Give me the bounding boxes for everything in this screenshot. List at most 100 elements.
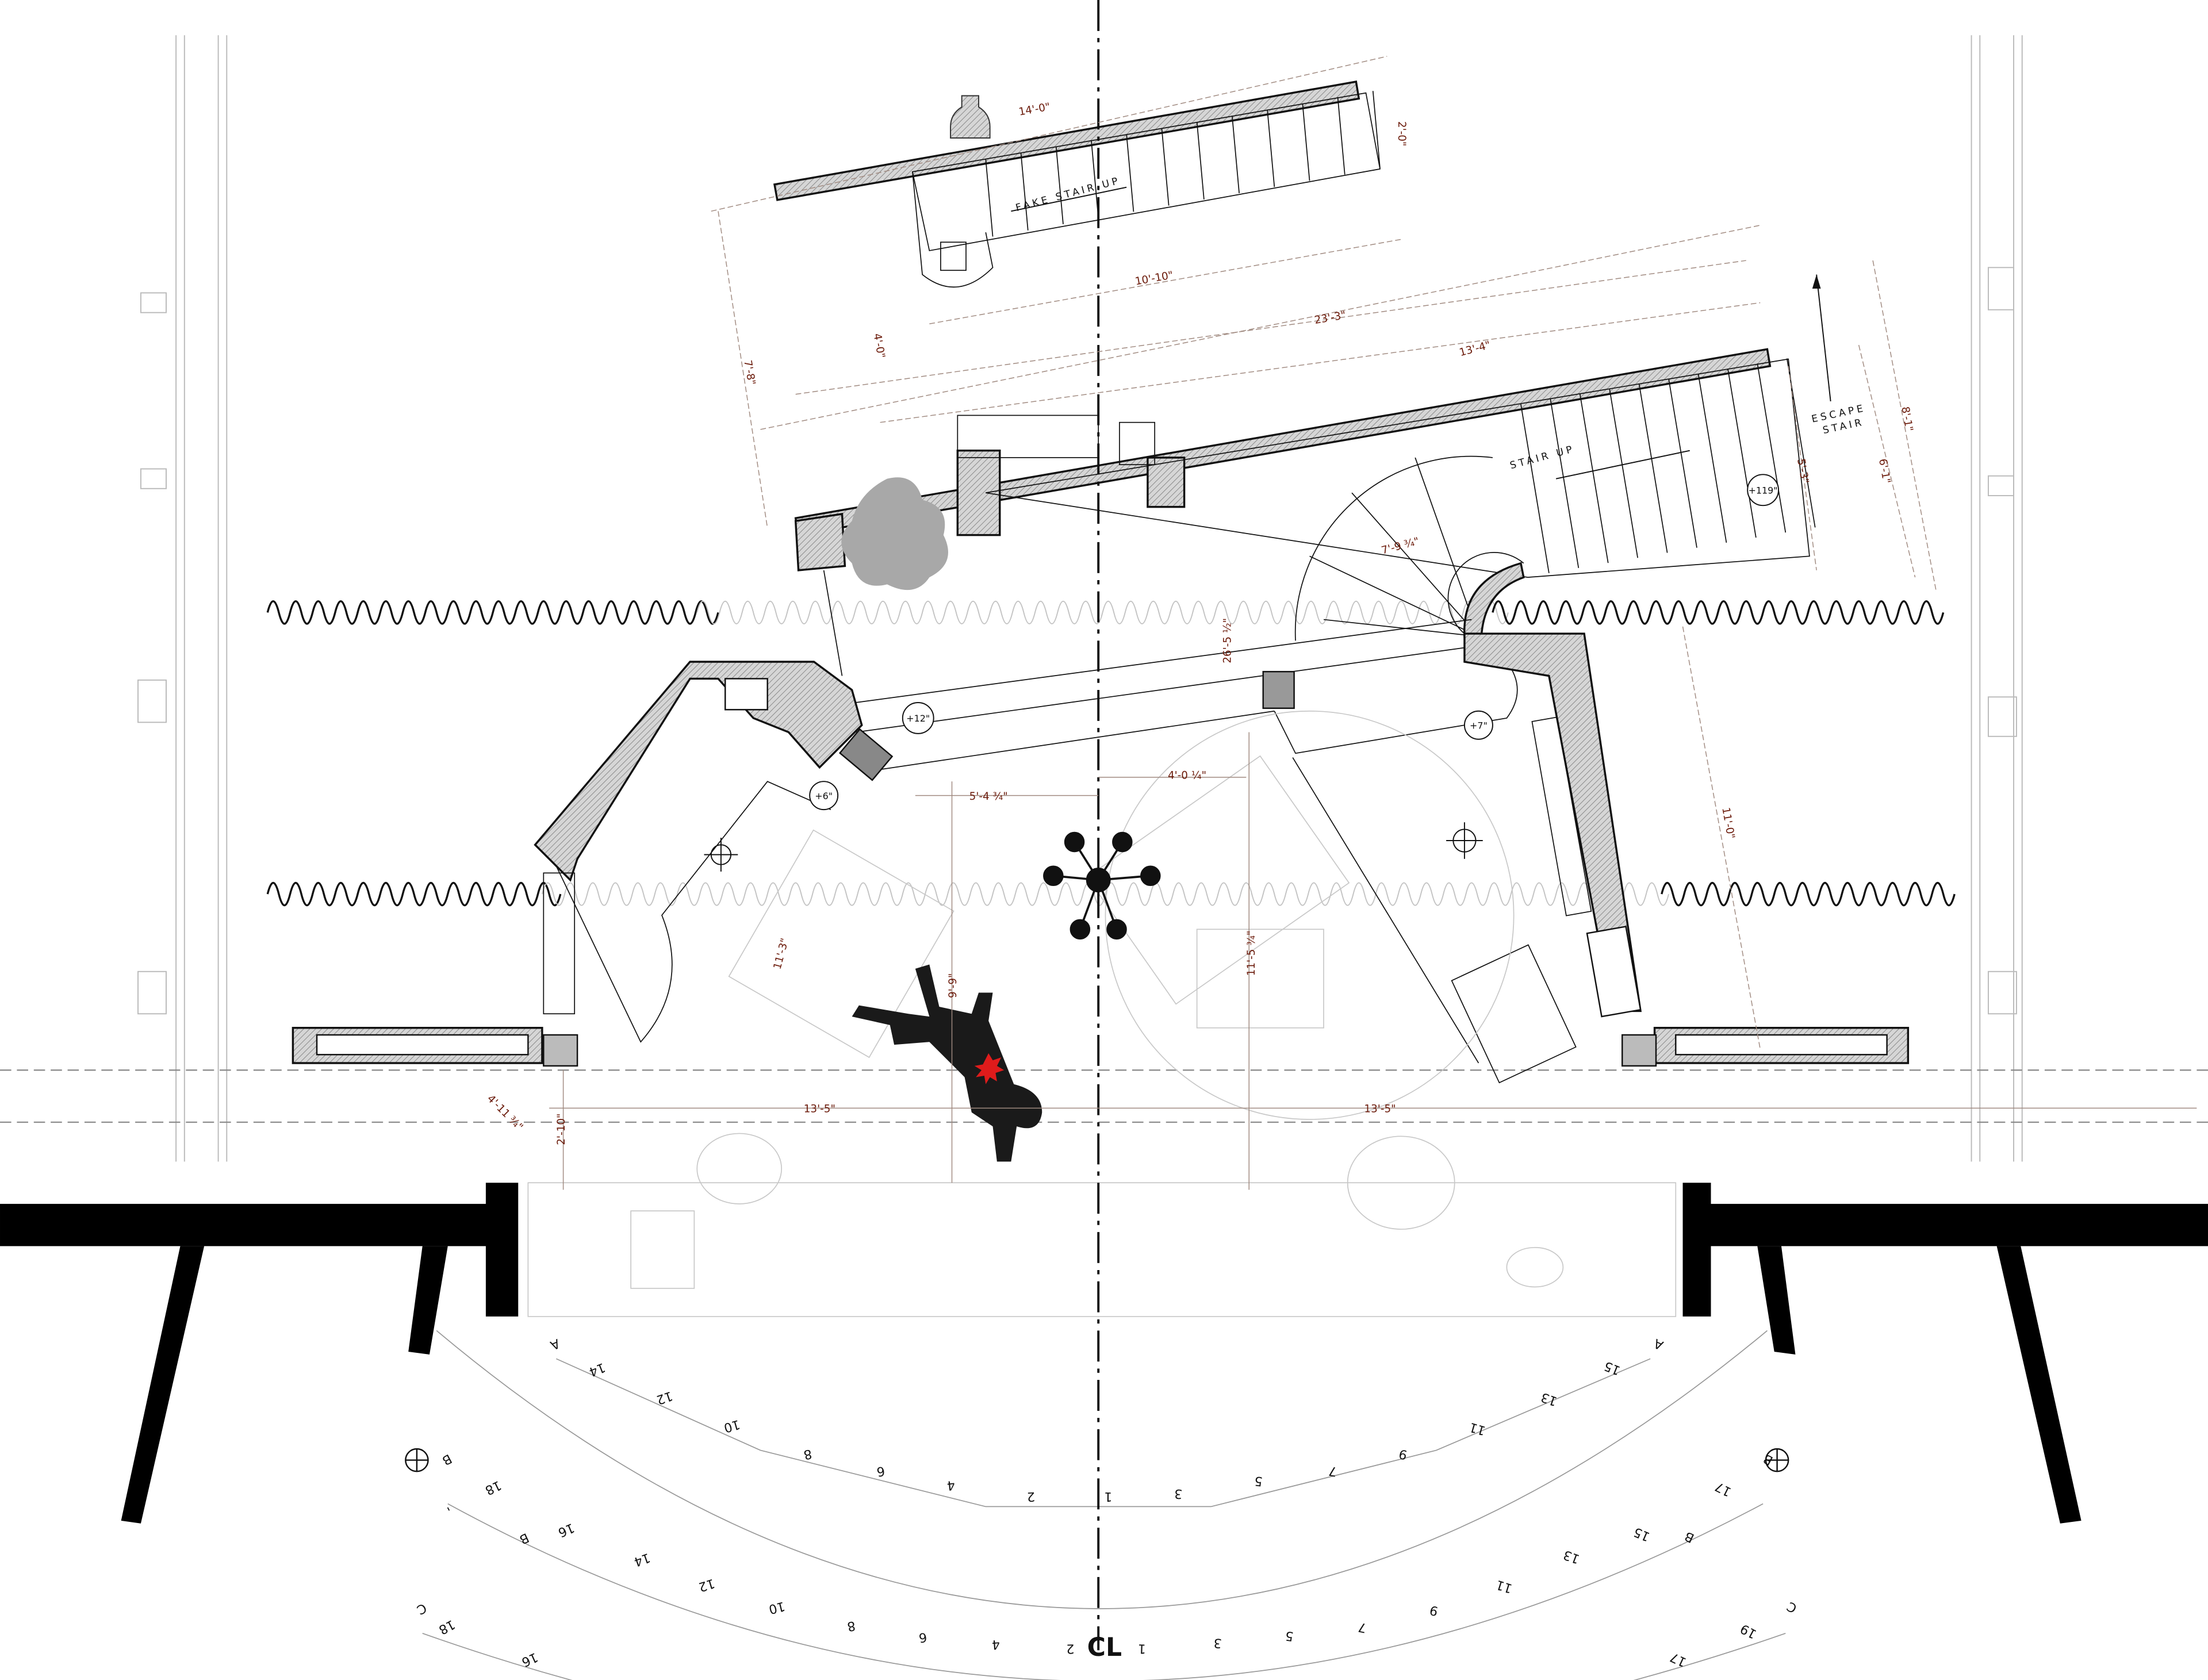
seat-number: 4 bbox=[946, 1478, 956, 1493]
elevation-tag: +12" bbox=[906, 713, 930, 724]
seat-number: 6 bbox=[918, 1629, 927, 1645]
seat-number: A bbox=[1652, 1336, 1666, 1352]
seat-number: 6 bbox=[876, 1463, 886, 1479]
curtain-wave bbox=[696, 600, 1509, 624]
elevation-tag: +119" bbox=[1749, 485, 1778, 496]
seat-number: C bbox=[414, 1600, 429, 1617]
seat-number: 18 bbox=[436, 1617, 457, 1637]
seat-number: 9 bbox=[1428, 1602, 1440, 1618]
elevation-tag: +6" bbox=[815, 791, 833, 801]
b-row-markers bbox=[405, 1448, 1789, 1472]
dimension-label: 13'-4" bbox=[1458, 339, 1492, 359]
seat-number: B bbox=[517, 1530, 531, 1547]
dimension-label: 8'-1" bbox=[1899, 406, 1915, 432]
dimension-label: 11'-5 ¾" bbox=[1245, 931, 1258, 976]
seat-number: 1 bbox=[1137, 1641, 1146, 1655]
curtain-wave bbox=[1492, 600, 1945, 625]
seat-number: 2 bbox=[1026, 1489, 1035, 1504]
fireplace-urn bbox=[950, 95, 991, 139]
seat-number: 16 bbox=[556, 1520, 577, 1540]
seat-number: 5 bbox=[1285, 1628, 1294, 1643]
seat-number: 11 bbox=[1468, 1420, 1488, 1438]
seat-number: 7 bbox=[1357, 1619, 1368, 1635]
dimension-lines bbox=[549, 56, 2197, 1190]
curtain-wave bbox=[266, 881, 562, 907]
curtain-wave bbox=[541, 882, 1669, 906]
dimension-label: 11'-3" bbox=[771, 937, 791, 971]
proscenium-walls bbox=[0, 1183, 2208, 1524]
dimension-label: 2'-0" bbox=[1396, 121, 1408, 146]
seat-number: 1 bbox=[1104, 1489, 1112, 1503]
seat-number: 17 bbox=[1668, 1650, 1689, 1669]
dimension-label: 5'-4 ¾" bbox=[969, 791, 1008, 803]
dimension-label: 9'-9" bbox=[947, 973, 959, 998]
apron-ghost-props bbox=[527, 1133, 1677, 1317]
stair-up-label: STAIR UP bbox=[1509, 443, 1576, 471]
seat-number: 17 bbox=[1713, 1479, 1734, 1499]
fake-stair: FAKE STAIR UP bbox=[773, 80, 1381, 288]
elevation-tags: +119" +12" +6" +7" bbox=[809, 474, 1780, 811]
dimension-label: 26'-5 ½" bbox=[1221, 618, 1233, 663]
dimension-label: 10'-10" bbox=[1134, 269, 1174, 287]
seat-number: 18 bbox=[482, 1478, 503, 1498]
stage-edge-lines bbox=[0, 1069, 2208, 1123]
elevation-tag: +7" bbox=[1470, 720, 1488, 731]
lighting-fixtures bbox=[137, 267, 2017, 1015]
fake-stair-label: FAKE STAIR UP bbox=[1014, 175, 1122, 214]
seat-number: 8 bbox=[802, 1446, 813, 1462]
seat-number: 7 bbox=[1328, 1463, 1338, 1479]
column bbox=[1262, 670, 1295, 709]
dimension-label: 13'-5" bbox=[804, 1103, 835, 1115]
dimension-labels: 14'-0" 2'-0" 10'-10" 23'-3" 13'-4" 7'-8" 4'-0"… bbox=[485, 101, 1915, 1145]
dimension-label: 14'-0" bbox=[1018, 101, 1051, 118]
tree-icon bbox=[841, 477, 948, 590]
side-rails bbox=[175, 35, 2023, 1162]
seat-number: B bbox=[1682, 1528, 1696, 1545]
curtain-wave bbox=[266, 600, 719, 625]
blood-splatter-icon bbox=[974, 1053, 1005, 1084]
dimension-label: 13'-5" bbox=[1364, 1103, 1396, 1115]
seat-number: 12 bbox=[697, 1575, 716, 1594]
seat-number: 9 bbox=[1398, 1446, 1409, 1462]
seat-number: B bbox=[439, 1451, 454, 1467]
seat-number: A bbox=[548, 1336, 562, 1352]
dimension-label: 4'-0" bbox=[871, 332, 887, 359]
seat-number: 15 bbox=[1602, 1358, 1622, 1378]
main-platform bbox=[292, 570, 1910, 1120]
seat-number: 3 bbox=[1174, 1486, 1183, 1501]
elevation-tag-circle bbox=[1747, 474, 1780, 507]
centerline-label: CL bbox=[1087, 1633, 1122, 1662]
seat-number: 11 bbox=[1494, 1577, 1514, 1595]
seat-number: 5 bbox=[1254, 1473, 1263, 1488]
seat-number: 2 bbox=[1066, 1641, 1075, 1655]
curtain-wave bbox=[1661, 881, 1956, 907]
seat-number: 8 bbox=[846, 1618, 856, 1633]
seat-number: 4 bbox=[991, 1637, 1000, 1652]
dimension-label: 6'-1" bbox=[1876, 458, 1892, 484]
dimension-label: 7'-9 ¾" bbox=[1380, 535, 1420, 557]
elevation-tag-circle bbox=[1463, 710, 1493, 740]
seat-number: 19 bbox=[1738, 1621, 1759, 1641]
curtain-lines bbox=[266, 600, 1956, 907]
seating-rows bbox=[422, 1330, 1786, 1680]
seat-number: 10 bbox=[767, 1598, 786, 1616]
elevation-tag-circle bbox=[809, 781, 839, 811]
dimension-label: 11'-0" bbox=[1719, 807, 1736, 840]
dimension-label: 4'-0 ¼" bbox=[1168, 769, 1206, 781]
elevation-tag-circle bbox=[902, 702, 934, 734]
crosshair-markers bbox=[704, 822, 1483, 872]
upper-platform: STAIR UP ESCAPE STAIR bbox=[794, 274, 1867, 641]
chandelier-icon bbox=[1043, 831, 1161, 940]
seat-number: 14 bbox=[632, 1550, 652, 1569]
seat-number: ' bbox=[442, 1498, 451, 1513]
seat-number: 14 bbox=[587, 1360, 607, 1379]
seat-number: 13 bbox=[1562, 1547, 1582, 1566]
seat-number: 3 bbox=[1213, 1635, 1222, 1650]
seat-number: 15 bbox=[1632, 1524, 1653, 1544]
dimension-label: 5'-3" bbox=[1795, 458, 1811, 484]
dimension-label: 7'-8" bbox=[741, 359, 757, 386]
dimension-label: 23'-3" bbox=[1313, 309, 1347, 327]
dimension-label: 4'-11 ¾" bbox=[485, 1092, 526, 1133]
seat-number: 10 bbox=[722, 1417, 742, 1435]
